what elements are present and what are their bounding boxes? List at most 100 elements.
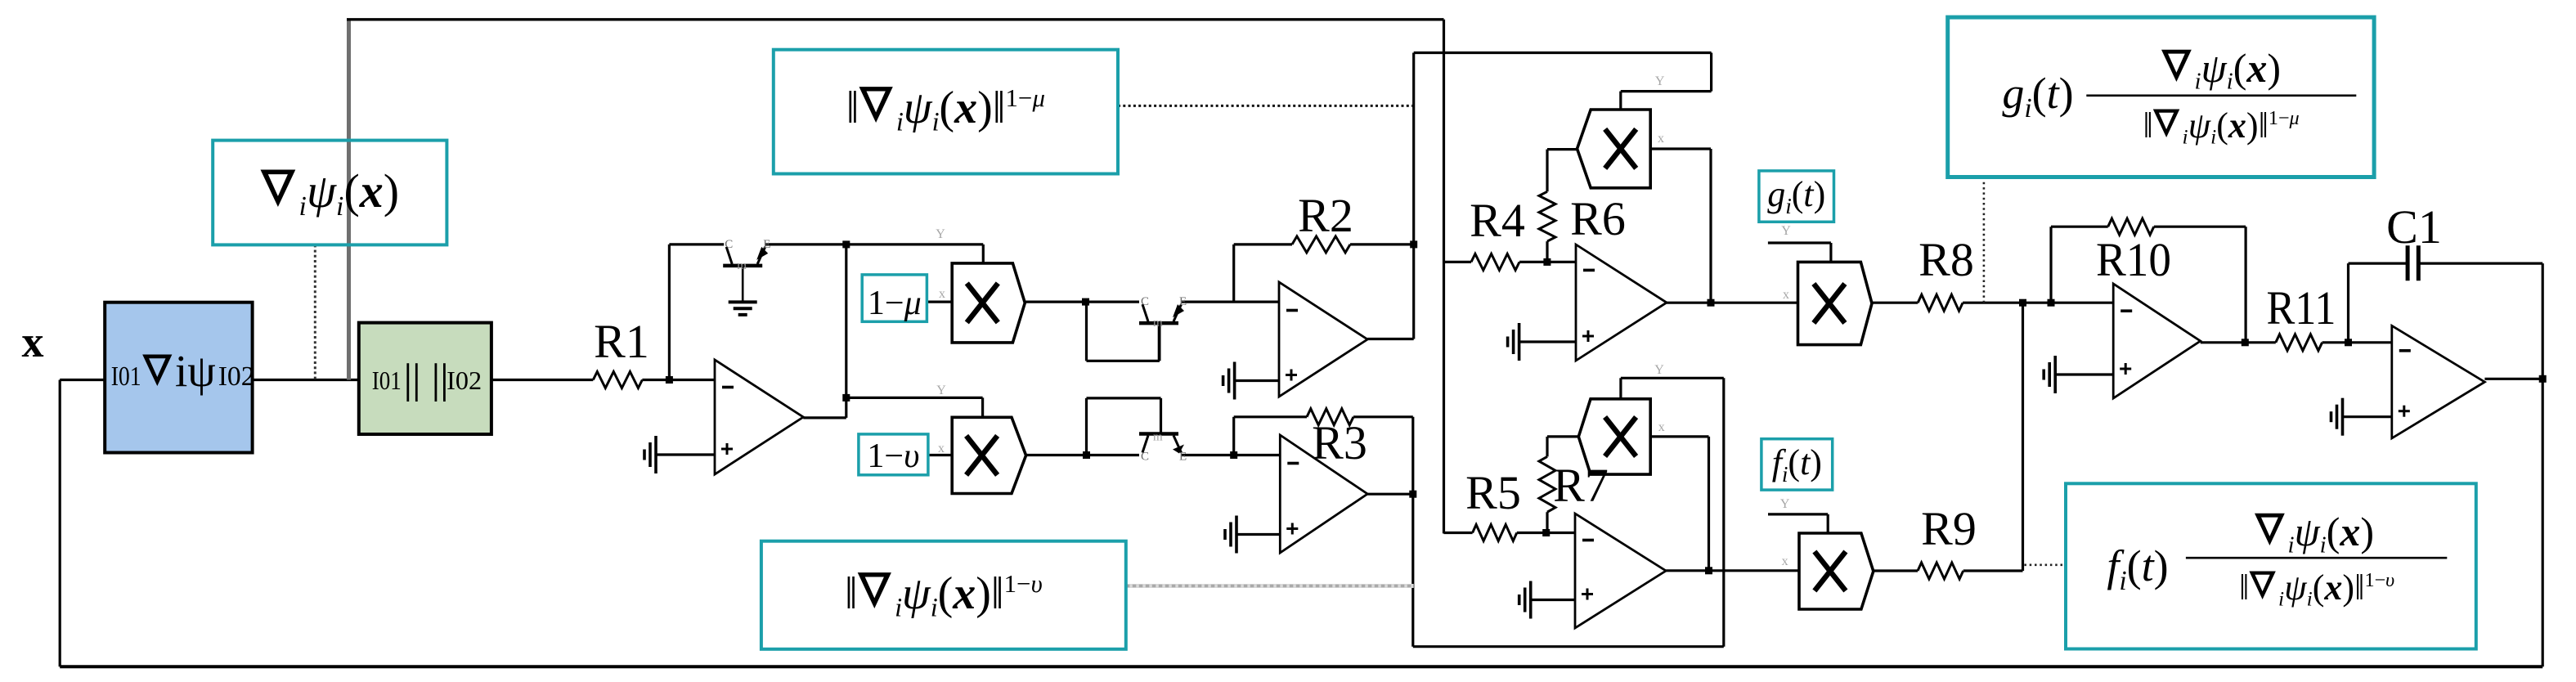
svg-text:C: C	[1141, 295, 1149, 308]
svg-text:ψ: ψ	[2295, 509, 2321, 554]
svg-text:): )	[1810, 442, 1822, 482]
svg-text:‖: ‖	[993, 83, 1006, 133]
svg-text:‖: ‖	[846, 83, 859, 133]
svg-text:ψ: ψ	[902, 568, 931, 619]
svg-text:Y: Y	[1781, 224, 1791, 238]
svg-text:I02: I02	[447, 366, 482, 395]
svg-text:g: g	[1767, 174, 1785, 214]
svg-text:1−: 1−	[1006, 84, 1033, 112]
svg-text:1−: 1−	[2365, 569, 2386, 591]
svg-text:x: x	[938, 442, 945, 455]
svg-text:I02: I02	[218, 361, 255, 392]
svg-text:): )	[2246, 105, 2259, 146]
svg-text:1−: 1−	[2269, 107, 2290, 129]
svg-text:Y: Y	[1780, 497, 1790, 511]
svg-text:iψ: iψ	[175, 346, 216, 396]
svg-text:m: m	[737, 259, 747, 272]
svg-text:υ: υ	[1031, 570, 1043, 598]
svg-text:ψ: ψ	[2284, 568, 2307, 608]
svg-text:υ: υ	[904, 437, 919, 475]
svg-text:Y: Y	[936, 227, 945, 241]
svg-text:C1: C1	[2386, 200, 2442, 254]
svg-text:x: x	[2246, 45, 2267, 91]
svg-text:‖: ‖	[2239, 568, 2249, 608]
svg-text:x: x	[1783, 288, 1789, 302]
svg-text:R1: R1	[594, 315, 649, 368]
svg-text:x: x	[2323, 568, 2342, 608]
svg-text:υ: υ	[2385, 569, 2394, 591]
svg-text:Y: Y	[1654, 363, 1664, 377]
svg-text:(: (	[2313, 568, 2325, 608]
svg-text:μ: μ	[904, 285, 922, 322]
svg-text:m: m	[1153, 316, 1163, 330]
svg-text:i: i	[2195, 69, 2201, 95]
svg-text:E: E	[1179, 451, 1187, 464]
svg-text:C: C	[1141, 451, 1149, 464]
svg-text:x: x	[22, 317, 44, 366]
svg-text:): )	[977, 83, 993, 133]
svg-text:): )	[2059, 69, 2074, 118]
svg-text:μ: μ	[1032, 84, 1045, 112]
svg-text:): )	[2342, 568, 2354, 608]
svg-text:1−: 1−	[867, 437, 904, 475]
svg-text:I01: I01	[372, 366, 402, 395]
svg-text:i: i	[1785, 194, 1792, 218]
svg-text:x: x	[952, 568, 976, 619]
svg-text:R8: R8	[1919, 233, 1974, 286]
svg-text:g: g	[2002, 69, 2024, 118]
svg-text:i: i	[2278, 587, 2284, 611]
svg-text:i: i	[895, 594, 902, 623]
svg-text:(: (	[344, 164, 360, 218]
svg-text:x: x	[954, 83, 977, 133]
svg-text:R4: R4	[1470, 194, 1525, 247]
svg-text:‖: ‖	[2354, 568, 2364, 608]
svg-text:R6: R6	[1570, 192, 1626, 245]
svg-text:): )	[2267, 45, 2281, 91]
svg-text:i: i	[932, 108, 940, 137]
svg-text:t: t	[1803, 174, 1815, 214]
svg-text:(: (	[2127, 541, 2142, 590]
svg-text:R2: R2	[1298, 189, 1353, 242]
svg-text:R7: R7	[1553, 459, 1609, 512]
svg-text:i: i	[2288, 532, 2295, 559]
svg-text:C: C	[725, 238, 733, 251]
svg-text:x: x	[359, 164, 384, 218]
svg-text:i: i	[336, 191, 343, 222]
svg-text:i: i	[2320, 532, 2327, 559]
svg-text:(: (	[2216, 105, 2228, 146]
svg-text:ψ: ψ	[904, 83, 933, 133]
svg-text:I01: I01	[111, 361, 141, 392]
svg-text:E: E	[763, 238, 770, 251]
svg-text:x: x	[1658, 132, 1664, 146]
svg-text:1−: 1−	[868, 285, 904, 322]
svg-text:ψ: ψ	[2188, 105, 2211, 146]
svg-text:x: x	[939, 287, 945, 301]
svg-text:i: i	[2307, 587, 2313, 611]
svg-text:i: i	[931, 594, 938, 623]
svg-text:x: x	[1658, 420, 1665, 434]
svg-text:m: m	[1153, 431, 1163, 444]
svg-text:): )	[1814, 174, 1826, 214]
svg-text:R5: R5	[1465, 466, 1521, 519]
svg-text:R11: R11	[2267, 281, 2336, 334]
svg-text:E: E	[1179, 295, 1187, 308]
svg-text:R9: R9	[1921, 502, 1977, 555]
svg-text:i: i	[2119, 566, 2126, 596]
svg-text:(: (	[2327, 509, 2340, 554]
svg-text:1−: 1−	[1004, 570, 1031, 598]
svg-text:): )	[384, 164, 399, 218]
svg-text:μ: μ	[2289, 107, 2300, 129]
svg-text:i: i	[2024, 93, 2031, 123]
svg-text:i: i	[2227, 69, 2233, 95]
svg-text:Y: Y	[1655, 74, 1665, 88]
svg-text:t: t	[1800, 442, 1811, 482]
svg-text:): )	[2154, 541, 2169, 590]
svg-text:x: x	[2339, 509, 2360, 554]
svg-text:‖: ‖	[2259, 105, 2269, 146]
svg-text:(: (	[939, 83, 954, 133]
svg-text:): )	[976, 568, 991, 619]
svg-text:i: i	[2183, 125, 2188, 149]
svg-text:ψ: ψ	[2201, 45, 2228, 91]
svg-text:R3: R3	[1312, 416, 1367, 469]
svg-text:i: i	[2210, 125, 2216, 149]
